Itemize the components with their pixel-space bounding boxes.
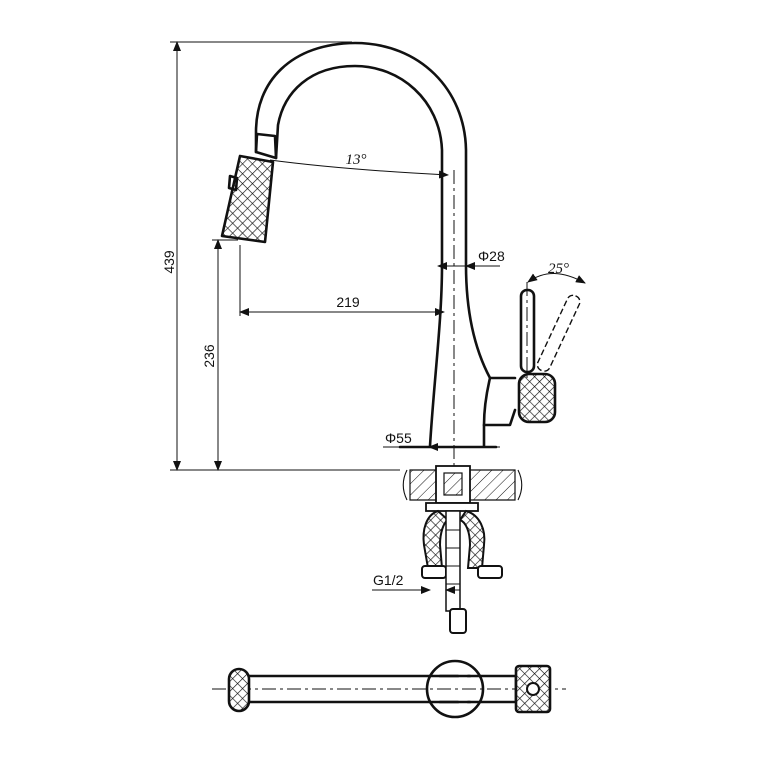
spout-angle-label: 13° xyxy=(346,152,367,168)
dimension-total-height: 439 xyxy=(161,41,400,471)
handle-angle-label: 25° xyxy=(548,261,569,277)
dimension-handle-angle: 25° xyxy=(527,261,586,284)
supply-hoses xyxy=(421,509,503,634)
countertop-section xyxy=(402,465,523,512)
total-height-label: 439 xyxy=(161,250,177,274)
dimension-reach: 219 xyxy=(239,245,445,316)
spray-head xyxy=(220,132,278,244)
connection-thread-label: G1/2 xyxy=(373,572,404,588)
faucet-body xyxy=(254,41,517,449)
dimension-spout-angle: 13° xyxy=(269,152,449,179)
body-diameter-label: Φ28 xyxy=(478,248,505,264)
base-diameter-label: Φ55 xyxy=(385,430,412,446)
dimension-body-diameter: Φ28 xyxy=(437,248,505,270)
reach-label: 219 xyxy=(336,294,360,310)
lever-handle xyxy=(517,288,581,424)
dimension-connection-thread: G1/2 xyxy=(372,572,460,594)
spout-height-label: 236 xyxy=(201,344,217,368)
top-view xyxy=(212,659,566,719)
dimension-spout-height: 236 xyxy=(201,239,238,471)
dimension-base-diameter: Φ55 xyxy=(383,430,500,451)
